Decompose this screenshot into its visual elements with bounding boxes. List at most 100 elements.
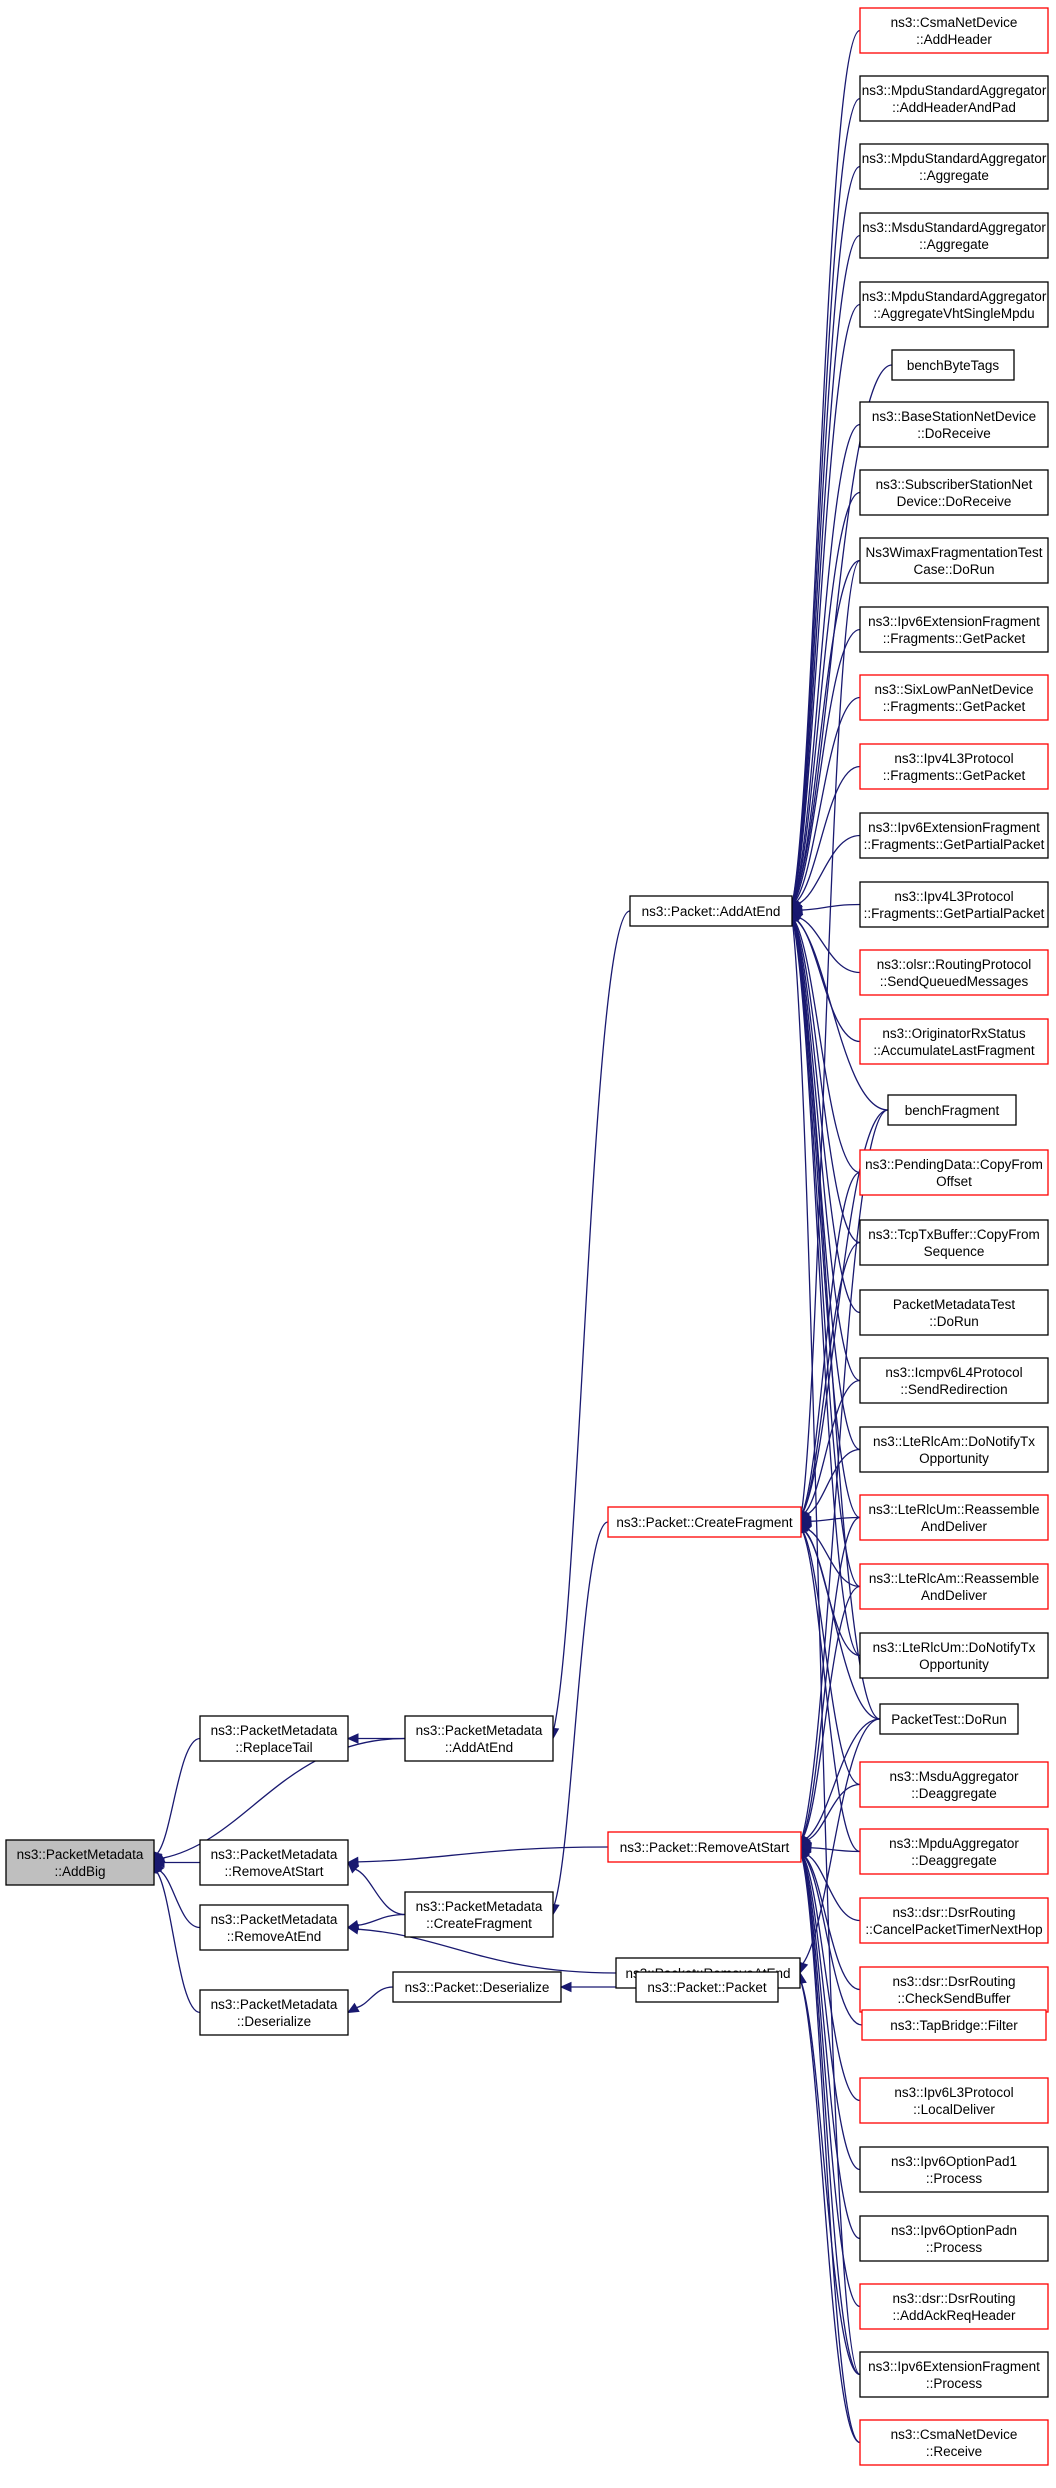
- node-box-r13[interactable]: [859, 881, 1049, 928]
- node-p_createfragment[interactable]: ns3::Packet::CreateFragment: [607, 1506, 802, 1538]
- node-r35[interactable]: ns3::Ipv6ExtensionFragment::Process: [859, 2351, 1049, 2398]
- node-r27[interactable]: ns3::MpduAggregator::Deaggregate: [859, 1828, 1049, 1875]
- node-box-r5[interactable]: [891, 349, 1015, 381]
- node-r5[interactable]: benchByteTags: [891, 349, 1015, 381]
- node-box-pm_removeatend[interactable]: [199, 1904, 349, 1951]
- node-r9[interactable]: ns3::Ipv6ExtensionFragment::Fragments::G…: [859, 606, 1049, 653]
- node-box-r28[interactable]: [859, 1897, 1049, 1944]
- node-r28[interactable]: ns3::dsr::DsrRouting::CancelPacketTimerN…: [859, 1897, 1049, 1944]
- node-label-r20-line1: ::SendRedirection: [900, 1382, 1007, 1397]
- node-r7[interactable]: ns3::SubscriberStationNetDevice::DoRecei…: [859, 469, 1049, 516]
- node-pm_addatend[interactable]: ns3::PacketMetadata::AddAtEnd: [404, 1715, 554, 1762]
- node-box-r10[interactable]: [859, 674, 1049, 721]
- node-box-r17[interactable]: [859, 1149, 1049, 1196]
- node-r13[interactable]: ns3::Ipv4L3Protocol::Fragments::GetParti…: [859, 881, 1049, 928]
- node-r15[interactable]: ns3::OriginatorRxStatus::AccumulateLastF…: [859, 1018, 1049, 1065]
- node-box-r33[interactable]: [859, 2215, 1049, 2262]
- node-box-r0[interactable]: [859, 7, 1049, 54]
- node-r31[interactable]: ns3::Ipv6L3Protocol::LocalDeliver: [859, 2077, 1049, 2124]
- node-r30[interactable]: ns3::TapBridge::Filter: [861, 2009, 1047, 2041]
- node-box-r20[interactable]: [859, 1357, 1049, 1404]
- node-box-root[interactable]: [5, 1839, 155, 1886]
- node-box-p_deserialize[interactable]: [392, 1971, 562, 2003]
- node-box-r27[interactable]: [859, 1828, 1049, 1875]
- node-box-r31[interactable]: [859, 2077, 1049, 2124]
- node-r36[interactable]: ns3::CsmaNetDevice::Receive: [859, 2419, 1049, 2466]
- node-box-r18[interactable]: [859, 1219, 1049, 1266]
- node-box-r12[interactable]: [859, 812, 1049, 859]
- node-pm_deserialize[interactable]: ns3::PacketMetadata::Deserialize: [199, 1989, 349, 2036]
- node-pm_removeatend[interactable]: ns3::PacketMetadata::RemoveAtEnd: [199, 1904, 349, 1951]
- node-box-r23[interactable]: [859, 1563, 1049, 1610]
- node-r4[interactable]: ns3::MpduStandardAggregator::AggregateVh…: [859, 281, 1049, 328]
- node-root[interactable]: ns3::PacketMetadata::AddBig: [5, 1839, 155, 1886]
- node-r14[interactable]: ns3::olsr::RoutingProtocol::SendQueuedMe…: [859, 949, 1049, 996]
- node-box-pm_deserialize[interactable]: [199, 1989, 349, 2036]
- node-box-r25[interactable]: [879, 1703, 1019, 1735]
- node-box-r32[interactable]: [859, 2146, 1049, 2193]
- node-box-r7[interactable]: [859, 469, 1049, 516]
- node-box-r16[interactable]: [887, 1094, 1017, 1126]
- node-box-r34[interactable]: [859, 2283, 1049, 2330]
- node-box-r6[interactable]: [859, 401, 1049, 448]
- node-r19[interactable]: PacketMetadataTest::DoRun: [859, 1289, 1049, 1336]
- node-box-r30[interactable]: [861, 2009, 1047, 2041]
- node-box-r4[interactable]: [859, 281, 1049, 328]
- node-r26[interactable]: ns3::MsduAggregator::Deaggregate: [859, 1761, 1049, 1808]
- node-pm_createfragment[interactable]: ns3::PacketMetadata::CreateFragment: [404, 1891, 554, 1938]
- node-box-p_createfragment[interactable]: [607, 1506, 802, 1538]
- node-box-r3[interactable]: [859, 212, 1049, 259]
- node-box-pm_createfragment[interactable]: [404, 1891, 554, 1938]
- node-box-pm_removeatstart[interactable]: [199, 1839, 349, 1886]
- node-r12[interactable]: ns3::Ipv6ExtensionFragment::Fragments::G…: [859, 812, 1049, 859]
- node-r25[interactable]: PacketTest::DoRun: [879, 1703, 1019, 1735]
- node-p_addatend[interactable]: ns3::Packet::AddAtEnd: [629, 895, 793, 927]
- node-r32[interactable]: ns3::Ipv6OptionPad1::Process: [859, 2146, 1049, 2193]
- node-r33[interactable]: ns3::Ipv6OptionPadn::Process: [859, 2215, 1049, 2262]
- node-r20[interactable]: ns3::Icmpv6L4Protocol::SendRedirection: [859, 1357, 1049, 1404]
- node-box-r15[interactable]: [859, 1018, 1049, 1065]
- node-box-r11[interactable]: [859, 743, 1049, 790]
- node-box-r21[interactable]: [859, 1426, 1049, 1473]
- node-p_removeatstart[interactable]: ns3::Packet::RemoveAtStart: [607, 1831, 802, 1863]
- node-box-r8[interactable]: [859, 537, 1049, 584]
- node-r16[interactable]: benchFragment: [887, 1094, 1017, 1126]
- node-r0[interactable]: ns3::CsmaNetDevice::AddHeader: [859, 7, 1049, 54]
- node-r3[interactable]: ns3::MsduStandardAggregator::Aggregate: [859, 212, 1049, 259]
- node-r2[interactable]: ns3::MpduStandardAggregator::Aggregate: [859, 143, 1049, 190]
- node-box-r19[interactable]: [859, 1289, 1049, 1336]
- node-box-pm_replacetail[interactable]: [199, 1715, 349, 1762]
- node-box-r14[interactable]: [859, 949, 1049, 996]
- node-box-r24[interactable]: [859, 1632, 1049, 1679]
- node-box-r2[interactable]: [859, 143, 1049, 190]
- node-box-p_removeatstart[interactable]: [607, 1831, 802, 1863]
- node-label-r13-line1: ::Fragments::GetPartialPacket: [864, 906, 1045, 921]
- node-r6[interactable]: ns3::BaseStationNetDevice::DoReceive: [859, 401, 1049, 448]
- node-box-r36[interactable]: [859, 2419, 1049, 2466]
- node-p_packet[interactable]: ns3::Packet::Packet: [635, 1971, 779, 2003]
- node-pm_replacetail[interactable]: ns3::PacketMetadata::ReplaceTail: [199, 1715, 349, 1762]
- node-r11[interactable]: ns3::Ipv4L3Protocol::Fragments::GetPacke…: [859, 743, 1049, 790]
- node-r29[interactable]: ns3::dsr::DsrRouting::CheckSendBuffer: [859, 1966, 1049, 2013]
- node-box-pm_addatend[interactable]: [404, 1715, 554, 1762]
- node-box-r9[interactable]: [859, 606, 1049, 653]
- node-box-r29[interactable]: [859, 1966, 1049, 2013]
- node-p_deserialize[interactable]: ns3::Packet::Deserialize: [392, 1971, 562, 2003]
- node-box-p_packet[interactable]: [635, 1971, 779, 2003]
- node-box-r26[interactable]: [859, 1761, 1049, 1808]
- node-r1[interactable]: ns3::MpduStandardAggregator::AddHeaderAn…: [859, 75, 1049, 122]
- node-pm_removeatstart[interactable]: ns3::PacketMetadata::RemoveAtStart: [199, 1839, 349, 1886]
- node-r10[interactable]: ns3::SixLowPanNetDevice::Fragments::GetP…: [859, 674, 1049, 721]
- node-box-r1[interactable]: [859, 75, 1049, 122]
- node-r34[interactable]: ns3::dsr::DsrRouting::AddAckReqHeader: [859, 2283, 1049, 2330]
- node-box-r22[interactable]: [859, 1494, 1049, 1541]
- node-box-r35[interactable]: [859, 2351, 1049, 2398]
- node-box-p_addatend[interactable]: [629, 895, 793, 927]
